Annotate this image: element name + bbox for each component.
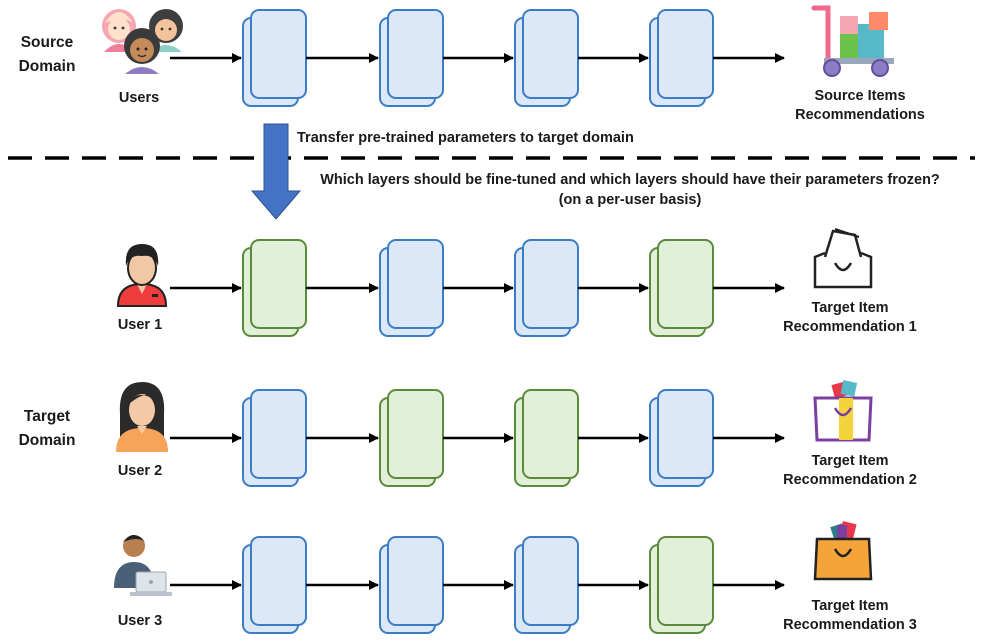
target-row-1-layer-2-front bbox=[387, 239, 444, 329]
users-label: Users bbox=[118, 90, 160, 106]
user-1-label: User 1 bbox=[117, 317, 163, 333]
target-row-2-layer-4-front bbox=[657, 389, 714, 479]
source-domain-label: Source Domain bbox=[4, 31, 90, 79]
source-domain-text: Source Domain bbox=[18, 34, 76, 75]
target-row-3-layer-3-front bbox=[522, 536, 579, 626]
target-row-2-layer-2-front bbox=[387, 389, 444, 479]
target-row-3-layer-3-frozen bbox=[514, 536, 579, 634]
source-row-layer-3-front bbox=[522, 9, 579, 99]
target-domain-label: Target Domain bbox=[4, 405, 90, 453]
source-row-layer-4-front bbox=[657, 9, 714, 99]
transfer-arrow bbox=[250, 123, 302, 220]
users-group-icon bbox=[102, 9, 183, 74]
target-row-2-layer-2-fine-tuned bbox=[379, 389, 444, 487]
target-row-2-layer-3-front bbox=[522, 389, 579, 479]
user-2-label: User 2 bbox=[117, 463, 163, 479]
source-output-label: Source Items Recommendations bbox=[795, 88, 925, 123]
orange-shopping-bag-icon bbox=[813, 521, 873, 581]
target-row-2-layer-4-frozen bbox=[649, 389, 714, 487]
target-row-3-layer-1-frozen bbox=[242, 536, 307, 634]
target-row-1-layer-3-front bbox=[522, 239, 579, 329]
gift-bag-icon bbox=[813, 380, 873, 442]
target-row-1-layer-3-frozen bbox=[514, 239, 579, 337]
target-row-1-layer-1-fine-tuned bbox=[242, 239, 307, 337]
target-row-2-layer-1-front bbox=[250, 389, 307, 479]
source-row-layer-3-frozen bbox=[514, 9, 579, 107]
target-row-3-layer-2-frozen bbox=[379, 536, 444, 634]
target-row-3-layer-1-front bbox=[250, 536, 307, 626]
shopping-cart-icon bbox=[811, 5, 894, 77]
question-line-1: Which layers should be fine-tuned and wh… bbox=[320, 172, 940, 188]
user-3-label: User 3 bbox=[117, 613, 163, 629]
source-row-layer-4-frozen bbox=[649, 9, 714, 107]
shopping-bag-outline-icon bbox=[813, 228, 873, 289]
target-row-2-layer-1-frozen bbox=[242, 389, 307, 487]
target-row-1-layer-4-fine-tuned bbox=[649, 239, 714, 337]
pipelines-group bbox=[170, 9, 785, 634]
source-row-layer-1-front bbox=[250, 9, 307, 99]
target-row-3-layer-2-front bbox=[387, 536, 444, 626]
target-domain-text: Target Domain bbox=[18, 408, 76, 449]
source-row-layer-2-frozen bbox=[379, 9, 444, 107]
target-row-2-layer-3-fine-tuned bbox=[514, 389, 579, 487]
target-row-3-layer-4-fine-tuned bbox=[649, 536, 714, 634]
laptop-user-icon bbox=[114, 535, 172, 596]
target-output-2-label: Target Item Recommendation 2 bbox=[783, 453, 917, 488]
source-row-layer-2-front bbox=[387, 9, 444, 99]
source-row-layer-1-frozen bbox=[242, 9, 307, 107]
target-row-1-layer-4-front bbox=[657, 239, 714, 329]
man-avatar-icon bbox=[116, 244, 168, 307]
target-row-1-layer-1-front bbox=[250, 239, 307, 329]
transfer-text: Transfer pre-trained parameters to targe… bbox=[297, 130, 634, 146]
target-row-3-layer-4-front bbox=[657, 536, 714, 626]
woman-avatar-icon bbox=[116, 382, 168, 452]
question-line-2: (on a per-user basis) bbox=[558, 192, 702, 208]
target-output-3-label: Target Item Recommendation 3 bbox=[783, 598, 917, 633]
target-output-1-label: Target Item Recommendation 1 bbox=[783, 300, 917, 335]
target-row-1-layer-2-frozen bbox=[379, 239, 444, 337]
